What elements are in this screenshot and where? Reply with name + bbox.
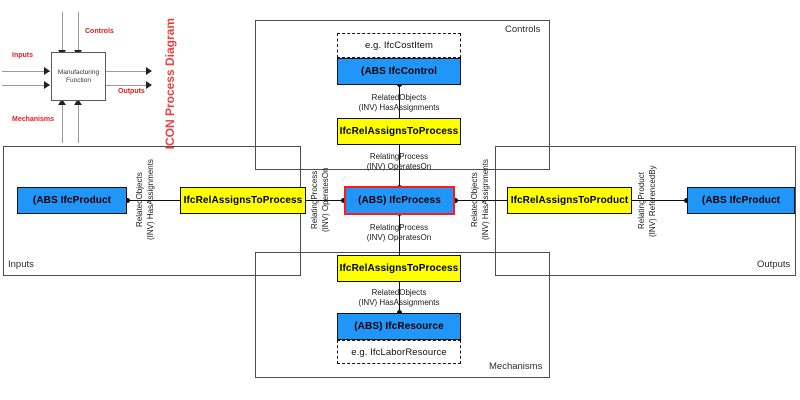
edge-label-product-left-line1: RelatedObjects [135,172,144,228]
edge-product-left-dot-icon [125,198,130,203]
icom-input-line-2 [2,85,50,86]
icom-control-line-2 [78,12,79,52]
edge-label-rel-bottom-to-resource-line1: RelatedObjects [371,288,427,297]
node-ifc-product-right[interactable]: (ABS IfcProduct [687,187,795,214]
icom-mechanism-line-1 [62,105,63,143]
lane-outputs-label: Outputs [757,259,791,270]
edge-label-product-left-line2: (INV) HasAssignments [146,159,155,240]
edge-rel-left-to-process-dot-icon [341,198,346,203]
icom-output-arrow-1-icon [146,67,152,75]
icom-mechanisms-label: Mechanisms [12,116,55,123]
lane-outputs [495,146,796,276]
edge-control-to-rel-top-line [399,85,401,125]
edge-label-rel-top-to-process-line2: (INV) OperatesOn [366,162,432,171]
node-ifc-product-left[interactable]: (ABS IfcProduct [17,187,127,214]
edge-label-rel-left-to-process-line1: RelatingProcess [310,170,319,230]
node-rel-assigns-to-product-right[interactable]: IfcRelAssignsToProduct [507,187,632,214]
edge-rel-left-to-process-line [306,200,344,202]
lane-controls-label: Controls [505,24,541,35]
lane-mechanisms [255,252,550,378]
icom-outputs-label: Outputs [118,88,145,95]
edge-label-rel-right-to-product-line2: (INV) ReferencedBy [648,165,657,237]
edge-rel-right-to-product-dot-icon [684,198,689,203]
node-rel-assigns-to-process-top[interactable]: IfcRelAssignsToProcess [337,118,461,145]
icom-diagram-title: ICON Process Diagram [163,18,177,150]
edge-label-rel-left-to-process-line2: (INV) OperatesOn [321,167,330,233]
lane-inputs-label: Inputs [8,259,34,270]
icom-controls-label: Controls [85,28,114,35]
edge-label-control-to-rel-line2: (INV) HasAssignments [358,103,440,112]
icom-output-arrow-2-icon [146,81,152,89]
edge-rel-bottom-to-resource-line [399,277,401,314]
edge-rel-top-to-process-line [399,145,401,188]
icom-output-line-1 [103,71,150,72]
edge-label-process-to-rel-right-line2: (INV) HasAssignments [481,159,490,241]
node-rel-assigns-to-process-bottom[interactable]: IfcRelAssignsToProcess [337,255,461,282]
edge-label-control-to-rel-line1: RelatedObjects [371,93,427,102]
icom-input-line-1 [2,71,50,72]
edge-label-rel-top-to-process-line1: RelatingProcess [369,152,429,161]
icom-input-arrow-1-icon [44,67,50,75]
edge-rel-bottom-to-resource-dot-icon [397,310,402,315]
icom-legend: Manufacturing Function Inputs Controls O… [0,0,250,150]
node-ifc-control[interactable]: (ABS IfcControl [337,58,461,85]
edge-label-rel-bottom-to-resource-line2: (INV) HasAssignments [358,298,440,307]
edge-label-process-to-rel-bottom-line1: RelatingProcess [369,223,429,232]
edge-label-rel-right-to-product-line1: RelatingProduct [637,172,646,230]
node-rel-assigns-to-process-left[interactable]: IfcRelAssignsToProcess [180,187,306,214]
icom-input-arrow-2-icon [44,81,50,89]
edge-product-left-to-rel-line [127,200,180,202]
edge-process-to-rel-right-dot-icon [453,198,458,203]
icom-function-label-line2: Function [66,76,91,84]
edge-label-process-to-rel-right-line1: RelatedObjects [470,172,479,228]
node-ifc-process[interactable]: (ABS) IfcProcess [344,186,455,215]
edge-process-to-rel-bottom-line [399,214,401,256]
icom-manufacturing-function-box: Manufacturing Function [51,52,106,101]
edge-rel-right-to-product-line [632,200,687,202]
lane-controls [255,20,550,170]
node-ifc-resource[interactable]: (ABS) IfcResource [337,313,461,340]
icom-mechanism-arrow-2-icon [74,99,82,105]
icom-output-line-2 [103,85,150,86]
edge-process-to-rel-right-line [455,200,507,202]
edge-label-process-to-rel-bottom-line2: (INV) OperatesOn [366,233,432,242]
icom-mechanism-arrow-1-icon [58,99,66,105]
icom-function-label-line1: Manufacturing [57,68,100,76]
icom-inputs-label: Inputs [12,52,33,59]
lane-mechanisms-label: Mechanisms [489,361,543,372]
node-cost-item-example[interactable]: e.g. IfcCostItem [337,33,461,58]
icom-mechanism-line-2 [78,105,79,143]
node-labor-resource-example[interactable]: e.g. IfcLaborResource [337,340,461,364]
icom-control-line-1 [62,12,63,52]
